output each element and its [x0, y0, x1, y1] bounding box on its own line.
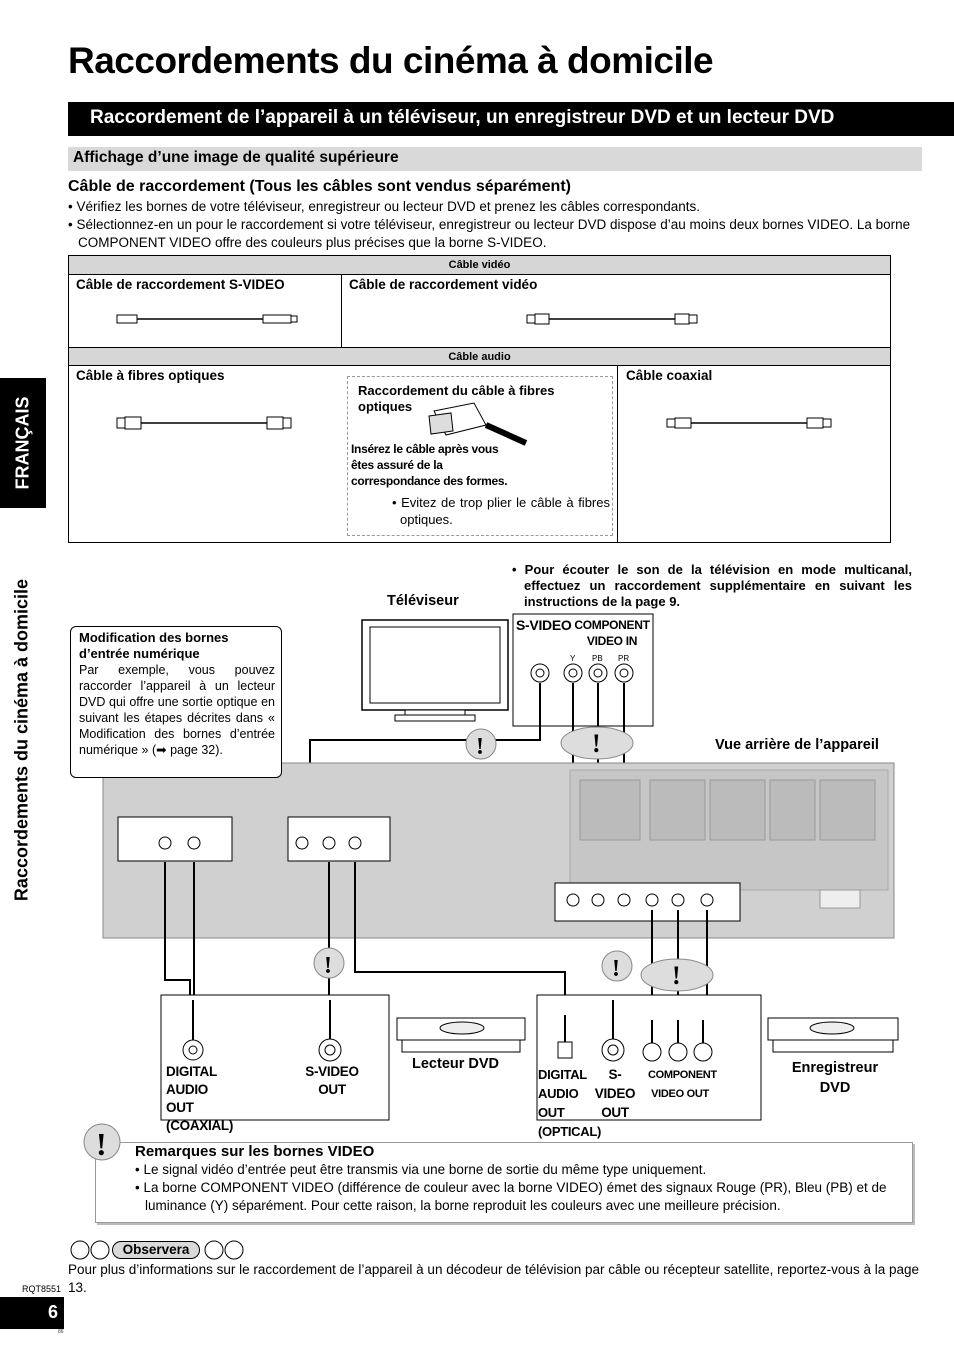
digital-input-callout: Modification des bornes d’entrée numériq…	[70, 626, 282, 778]
svg-text:!: !	[592, 729, 601, 758]
optical-cable-icon	[116, 416, 292, 430]
tv-component-label: COMPONENT VIDEO IN	[572, 617, 652, 649]
remarks-list: • Le signal vidéo d’entrée peut être tra…	[135, 1161, 905, 1215]
svg-text:!: !	[612, 956, 620, 982]
remark-item: • La borne COMPONENT VIDEO (différence d…	[135, 1180, 887, 1213]
remark-item: • Le signal vidéo d’entrée peut être tra…	[135, 1162, 707, 1177]
language-tab-label: FRANÇAIS	[12, 396, 33, 490]
optical-cable-label: Câble à fibres optiques	[76, 368, 225, 383]
sub-banner: Affichage d’une image de qualité supérie…	[68, 147, 922, 171]
table-divider	[341, 275, 342, 347]
svideo-cable-label: Câble de raccordement S-VIDEO	[76, 277, 285, 292]
tv-connection-note: • Pour écouter le son de la télévision e…	[512, 562, 912, 609]
dvd-player-icon	[396, 1017, 526, 1053]
tv-icon	[361, 619, 509, 722]
cable-bullets: • Vérifiez les bornes de votre téléviseu…	[68, 198, 928, 252]
warning-ellipse	[560, 726, 634, 760]
connection-diagram: Y PB PR ! ! ! ! !	[102, 613, 899, 1121]
svg-text:Y: Y	[570, 654, 576, 663]
language-tab: FRANÇAIS	[0, 378, 46, 508]
page-title: Raccordements du cinéma à domicile	[68, 40, 714, 81]
svg-text:!: !	[476, 734, 484, 760]
section-banner: Raccordement de l’appareil à un télévise…	[68, 102, 954, 136]
cable-heading: Câble de raccordement (Tous les câbles s…	[68, 178, 571, 195]
optical-note-title: Raccordement du câble à fibres optiques	[358, 383, 555, 414]
tv-svideo-label: S-VIDEO IN	[516, 617, 589, 633]
svg-text:PR: PR	[618, 654, 629, 663]
svg-text:!: !	[96, 1126, 107, 1162]
table-divider	[617, 366, 618, 543]
observe-text: Pour plus d’informations sur le raccorde…	[68, 1262, 919, 1295]
dvd-player-label: Lecteur DVD	[412, 1056, 500, 1072]
player-svideo-label: S-VIDEO OUT	[305, 1064, 359, 1097]
rear-view-label: Vue arrière de l’appareil	[715, 737, 879, 753]
dvd-recorder-icon	[767, 1017, 899, 1053]
audio-cable-header: Câble audio	[69, 347, 890, 366]
coax-cable-label: Câble coaxial	[626, 368, 713, 383]
recorder-digital-label: DIGITAL AUDIO OUT (OPTICAL)	[538, 1067, 602, 1139]
svideo-cable-icon	[116, 314, 298, 324]
video-cable-header: Câble vidéo	[69, 256, 890, 275]
dvd-recorder-label: Enregistreur DVD	[791, 1060, 879, 1096]
coax-cable-icon	[666, 417, 832, 429]
optical-note-bend: • Evitez de trop plier le câble à fibres…	[392, 495, 610, 527]
observe-label: Observera	[112, 1241, 200, 1259]
svg-text:!: !	[324, 953, 332, 979]
video-cable-icon	[526, 313, 698, 325]
tiny-code: 86	[58, 1329, 64, 1335]
svg-text:!: !	[672, 961, 681, 990]
optical-note-insert: Insérez le câble après vous êtes assuré …	[351, 442, 508, 488]
remarks-box	[95, 1142, 913, 1223]
optical-note-box: Raccordement du câble à fibres optiques …	[347, 376, 613, 536]
recorder-component-label: COMPONENT VIDEO OUT	[648, 1069, 717, 1100]
cable-table: Câble vidéo Câble de raccordement S-VIDE…	[68, 255, 891, 543]
recorder-svideo-label: S-VIDEO OUT	[594, 1067, 636, 1120]
tv-label: Téléviseur	[387, 593, 459, 609]
bullet-item: • Vérifiez les bornes de votre téléviseu…	[68, 199, 701, 214]
video-cable-label: Câble de raccordement vidéo	[349, 277, 538, 292]
cable-drawings	[116, 313, 832, 446]
remarks-title: Remarques sur les bornes VIDEO	[135, 1143, 375, 1160]
callout-title: Modification des bornes d’entrée numériq…	[79, 630, 229, 661]
observe-decoration	[70, 1240, 244, 1260]
optical-plug-icon	[428, 402, 528, 446]
doc-code: RQT8551	[22, 1284, 62, 1294]
svg-text:PB: PB	[592, 654, 603, 663]
bullet-item: • Sélectionnez-en un pour le raccordemen…	[68, 217, 911, 250]
warning-icon: !	[83, 1123, 121, 1162]
callout-body: Par exemple, vous pouvez raccorder l’app…	[79, 663, 275, 757]
page-number: 6	[0, 1297, 64, 1329]
player-digital-label: DIGITAL AUDIO OUT (COAXIAL)	[166, 1064, 234, 1133]
